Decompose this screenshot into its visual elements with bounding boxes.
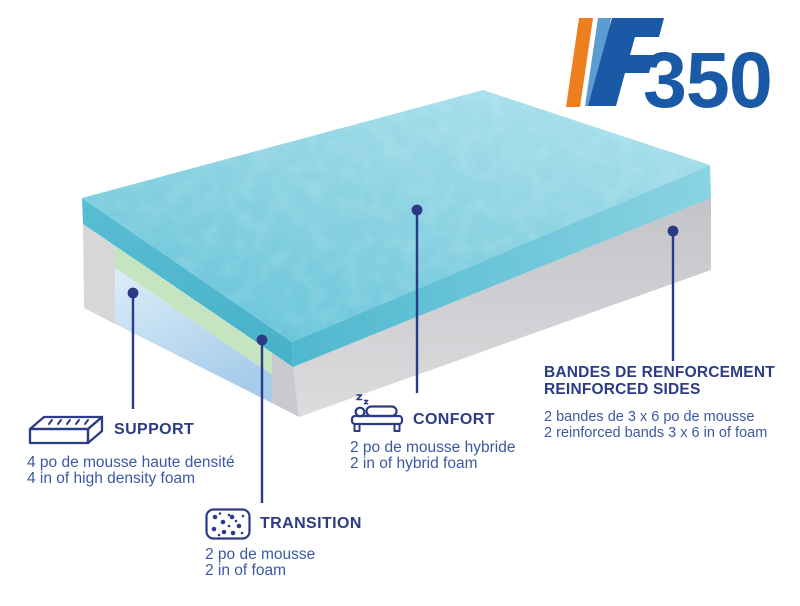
support-line-fr: 4 po de mousse haute densité: [27, 454, 235, 471]
reinforced-label: BANDES DE RENFORCEMENT REINFORCED SIDES …: [544, 364, 775, 441]
reinforced-line-fr: 2 bandes de 3 x 6 po de mousse: [544, 409, 755, 425]
base-front-face: [293, 198, 711, 417]
comfort-layer-left-edge: [82, 198, 293, 367]
transition-label-head: TRANSITION: [205, 508, 362, 540]
support-callout-dot: [127, 287, 139, 299]
support-title: SUPPORT: [114, 421, 195, 438]
comfort-layer-right-edge: [292, 165, 711, 367]
comfort-top-texture: [82, 90, 710, 342]
transition-label: TRANSITION 2 po de mousse 2 in of foam: [205, 508, 362, 579]
confort-label-head: CONFORT: [350, 392, 515, 436]
foam-slab-icon: [28, 415, 104, 445]
support-body: 4 po de mousse haute densité 4 in of hig…: [27, 455, 235, 487]
support-line-en: 4 in of high density foam: [27, 469, 196, 487]
transition-line-fr: 2 po de mousse: [205, 546, 316, 563]
confort-body: 2 po de mousse hybride 2 in of hybrid fo…: [350, 440, 515, 472]
reinforced-title-fr: BANDES DE RENFORCEMENT: [544, 364, 775, 381]
transition-callout-dot: [256, 334, 268, 346]
logo-orange-stripe: [566, 18, 593, 107]
bed-icon: [350, 394, 404, 432]
support-label: SUPPORT 4 po de mousse haute densité 4 i…: [27, 412, 235, 487]
left-reinforced-band: [83, 224, 115, 324]
support-label-head: SUPPORT: [27, 412, 235, 448]
brand-logo: 350: [566, 18, 773, 124]
reinforced-line-en: 2 reinforced bands 3 x 6 in of foam: [544, 425, 768, 441]
confort-title: CONFORT: [413, 411, 495, 428]
logo-lightblue-stripe: [585, 18, 611, 106]
confort-label: CONFORT 2 po de mousse hybride 2 in of h…: [350, 392, 515, 472]
support-foam-panel: [115, 268, 272, 403]
logo-number: 350: [643, 35, 772, 124]
confort-callout-dot: [411, 204, 423, 216]
transition-line-en: 2 in of foam: [205, 561, 286, 579]
logo-f-glyph: [588, 18, 664, 106]
confort-line-en: 2 in of hybrid foam: [350, 454, 478, 472]
reinforced-body: 2 bandes de 3 x 6 po de mousse 2 reinfor…: [544, 409, 775, 441]
transition-body: 2 po de mousse 2 in of foam: [205, 547, 362, 579]
corner-reinforced-band: [272, 353, 299, 417]
sponge-icon: [205, 508, 251, 540]
callout-lines: [127, 204, 679, 503]
reinforced-title: BANDES DE RENFORCEMENT REINFORCED SIDES: [544, 364, 775, 398]
transition-title: TRANSITION: [260, 515, 362, 532]
confort-line-fr: 2 po de mousse hybride: [350, 439, 516, 456]
mattress-illustration: [82, 90, 711, 417]
reinforced-title-en: REINFORCED SIDES: [544, 380, 701, 398]
transition-layer-strip: [115, 246, 272, 375]
reinforced-callout-dot: [667, 225, 679, 237]
